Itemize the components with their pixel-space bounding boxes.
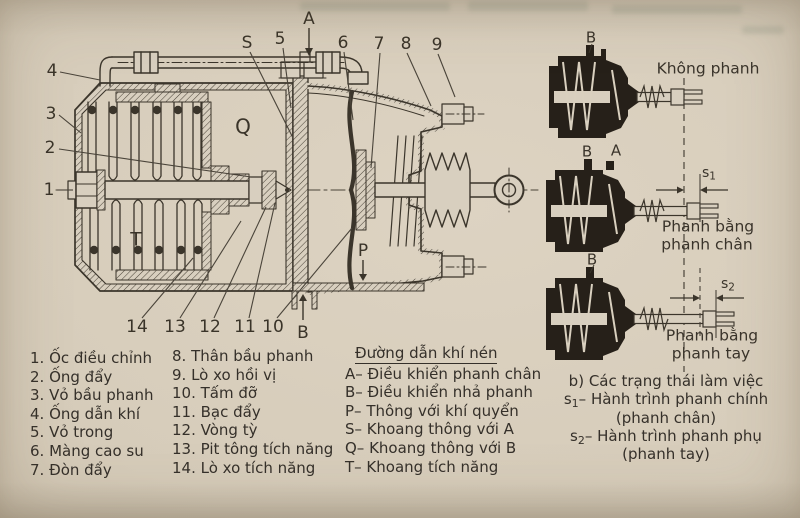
callout-S: S <box>242 33 253 53</box>
chamber-label-T: T <box>129 229 142 251</box>
stroke-label-s2: s2 <box>721 276 735 294</box>
callout-3: 3 <box>46 104 57 124</box>
page-ghosting <box>300 2 450 11</box>
callout-13: 13 <box>164 317 186 337</box>
legend-item-s2: s2– Hành trình phanh phụ <box>570 426 762 447</box>
parts-legend-col-1: 1. Ốc điều chỉnh 2. Ống đẩy 3. Vỏ bầu ph… <box>30 349 154 479</box>
callout-9: 9 <box>432 35 443 55</box>
air-path-legend: Đường dẫn khí nén A– Điều khiển phanh ch… <box>345 344 541 476</box>
callout-14: 14 <box>126 317 148 337</box>
legend-item: B– Điều khiển nhả phanh <box>345 383 533 402</box>
callout-7: 7 <box>374 34 385 54</box>
port-label-B3: B <box>587 251 597 269</box>
page-ghosting <box>468 1 588 11</box>
legend-item: S– Khoang thông với A <box>345 420 514 439</box>
legend-item: P– Thông với khí quyển <box>345 401 519 420</box>
legend-item: 6. Màng cao su <box>30 441 144 460</box>
legend-item: A– Điều khiển phanh chân <box>345 364 542 383</box>
callout-10: 10 <box>262 317 284 337</box>
legend-item: 2. Ống đẩy <box>30 367 113 386</box>
pushrod-and-eye <box>374 152 525 228</box>
state-diagram-foot-brake: B A s1 Phanh bằng phanh chân <box>545 142 754 254</box>
chamber-label-Q: Q <box>235 115 251 139</box>
callout-8: 8 <box>401 34 412 54</box>
caption-no-brake: Không phanh <box>657 60 760 78</box>
port-label-B1: B <box>586 29 596 47</box>
caption-hand-brake-2: phanh tay <box>672 345 750 363</box>
legend-item-s1: s1– Hành trình phanh chính <box>563 390 769 411</box>
legend-item: 5. Vỏ trong <box>30 423 114 442</box>
legend-item: 11. Bạc đẩy <box>172 402 261 421</box>
legend-item: 13. Pit tông tích năng <box>172 439 334 458</box>
working-states-legend: b) Các trạng thái làm việc s1– Hành trìn… <box>556 372 776 463</box>
state-diagram-hand-brake: B s2 Phanh bằng phanh tay <box>545 251 758 363</box>
legend-item: 1. Ốc điều chỉnh <box>30 349 153 367</box>
page-ghosting <box>742 26 784 34</box>
legend-item: T– Khoang tích năng <box>345 457 499 476</box>
parts-legend-col-2: 8. Thân bầu phanh 9. Lò xo hồi vị 10. Tấ… <box>172 347 333 477</box>
callout-12: 12 <box>199 317 221 337</box>
legend-item-s2-note: (phanh tay) <box>622 445 710 464</box>
air-path-legend-title: Đường dẫn khí nén <box>355 344 498 364</box>
callout-2: 2 <box>45 138 56 158</box>
callout-numbers: 1 2 3 4 S 5 A 6 7 8 9 14 13 12 11 10 B P <box>44 9 443 343</box>
callout-5: 5 <box>275 29 286 49</box>
legend-item-s1-note: (phanh chân) <box>615 408 717 427</box>
bottom-bracket <box>291 282 425 310</box>
state-diagram-release: B Không phanh <box>548 29 760 139</box>
legend-item: Q– Khoang thông với B <box>345 438 517 457</box>
callout-A: A <box>303 9 315 29</box>
legend-item: 4. Ống dẫn khí <box>30 404 141 423</box>
legend-item: 12. Vòng tỳ <box>172 421 258 440</box>
callout-B: B <box>297 323 309 343</box>
legend-item: 14. Lò xo tích năng <box>172 458 316 477</box>
caption-foot-brake-2: phanh chân <box>661 236 752 254</box>
caption-hand-brake-1: Phanh bằng <box>666 327 758 345</box>
flow-arrows <box>299 28 367 320</box>
page-ghosting <box>612 5 742 14</box>
legend-item: 10. Tấm đỡ <box>172 384 258 403</box>
legend-item: 8. Thân bầu phanh <box>172 347 314 365</box>
caption-foot-brake-1: Phanh bằng <box>662 218 754 236</box>
callout-6: 6 <box>338 33 349 53</box>
adjusting-bolt-and-rod <box>67 169 292 211</box>
center-flange <box>278 51 327 284</box>
callout-P: P <box>358 241 368 261</box>
main-cross-section: Q T <box>55 51 539 310</box>
legend-item: 9. Lò xo hồi vị <box>172 365 277 384</box>
port-label-A2: A <box>611 142 622 160</box>
callout-1: 1 <box>44 180 55 200</box>
stroke-label-s1: s1 <box>702 165 716 183</box>
legend-item: 3. Vỏ bầu phanh <box>30 386 154 405</box>
callout-4: 4 <box>47 61 58 81</box>
state-diagrams: B Không phanh B A s1 <box>545 29 760 372</box>
mounting-studs <box>441 103 487 278</box>
callout-leaders <box>57 47 456 319</box>
air-pipe <box>99 51 369 87</box>
port-label-B2: B <box>582 143 592 161</box>
states-title: b) Các trạng thái làm việc <box>568 372 764 390</box>
legend-item: 7. Đòn đẩy <box>30 460 112 479</box>
service-chamber-body <box>305 83 445 295</box>
callout-11: 11 <box>234 317 256 337</box>
